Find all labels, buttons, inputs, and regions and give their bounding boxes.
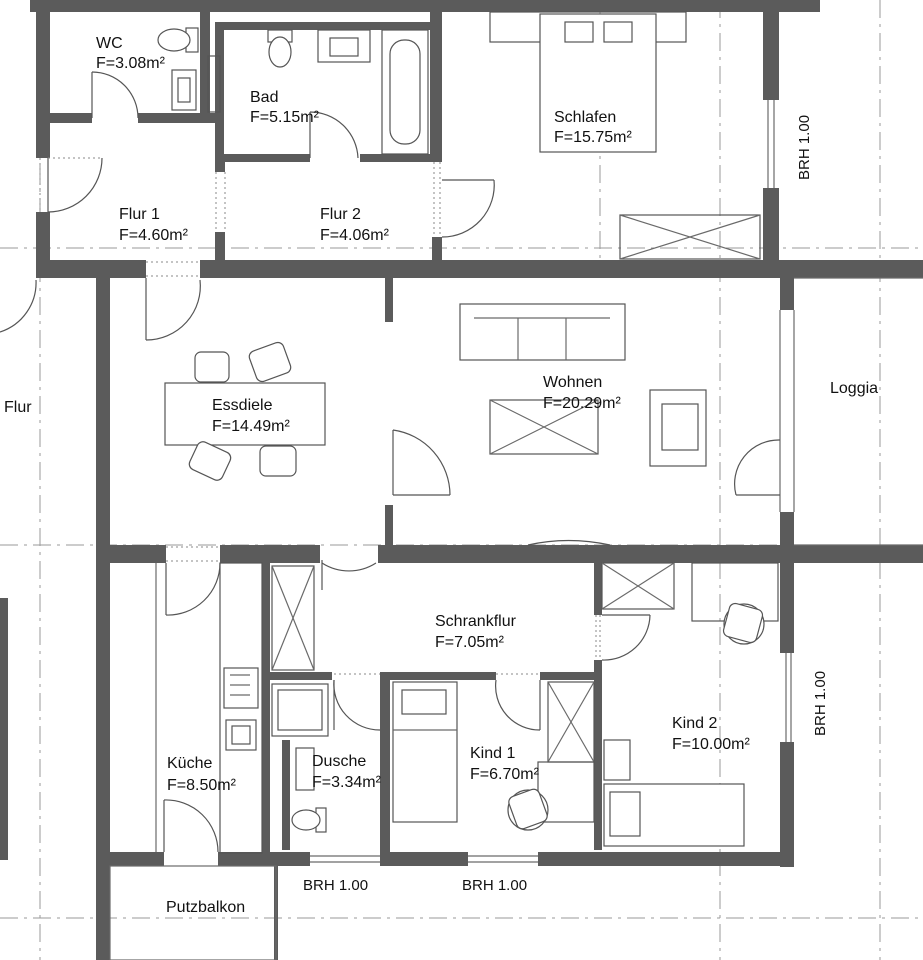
shower-icon <box>271 683 329 737</box>
kind2-chair-icon <box>722 602 765 645</box>
wc-basin-icon <box>171 69 197 111</box>
schrankflur-wardrobe-icon <box>271 565 315 671</box>
bad-basin-icon <box>317 29 371 63</box>
brh-label-kind1: BRH 1.00 <box>462 877 527 894</box>
room-area-wohnen: F=20.29m² <box>543 395 621 412</box>
parapet-labels: BRH 1.00 BRH 1.00 BRH 1.00 BRH 1.00 <box>303 115 829 894</box>
room-name-putzbalkon: Putzbalkon <box>166 899 245 916</box>
wc-toilet-icon <box>157 27 199 53</box>
bad-toilet-icon <box>267 29 293 68</box>
room-name-schlafen: Schlafen <box>554 109 616 126</box>
kitchen-counter-icon <box>219 562 263 854</box>
room-area-wc: F=3.08m² <box>96 55 166 72</box>
room-area-kind2: F=10.00m² <box>672 736 750 753</box>
dusche-toilet-icon <box>291 807 327 833</box>
room-name-flur: Flur <box>4 399 32 416</box>
doors <box>0 71 781 853</box>
room-area-essdiele: F=14.49m² <box>212 418 290 435</box>
room-name-essdiele: Essdiele <box>212 397 273 414</box>
room-area-flur1: F=4.60m² <box>119 227 189 244</box>
kind2-wardrobe-icon <box>601 562 675 610</box>
brh-label-dusche: BRH 1.00 <box>303 877 368 894</box>
double-bed-icon <box>489 11 687 153</box>
room-name-kind1: Kind 1 <box>470 745 515 762</box>
room-name-bad: Bad <box>250 89 278 106</box>
room-name-wohnen: Wohnen <box>543 374 602 391</box>
room-area-schlafen: F=15.75m² <box>554 129 632 146</box>
room-name-wc: WC <box>96 35 123 52</box>
room-name-loggia: Loggia <box>830 380 878 397</box>
room-area-flur2: F=4.06m² <box>320 227 390 244</box>
windows <box>310 100 923 863</box>
armchair-icon <box>649 389 707 467</box>
brh-label-kind2: BRH 1.00 <box>812 671 829 736</box>
kind1-wardrobe-icon <box>547 681 595 763</box>
room-area-kueche: F=8.50m² <box>167 777 237 794</box>
room-name-dusche: Dusche <box>312 753 366 770</box>
coffee-table-icon <box>489 399 599 455</box>
dining-table-icon <box>164 341 326 481</box>
room-area-bad: F=5.15m² <box>250 109 320 126</box>
room-name-kind2: Kind 2 <box>672 715 717 732</box>
room-name-flur2: Flur 2 <box>320 206 361 223</box>
room-area-dusche: F=3.34m² <box>312 774 382 791</box>
brh-label-schlafen: BRH 1.00 <box>796 115 813 180</box>
room-labels: WC F=3.08m² Bad F=5.15m² Schlafen F=15.7… <box>4 35 878 916</box>
sofa-icon <box>459 303 626 361</box>
fixtures <box>109 11 779 960</box>
kind2-bed-icon <box>603 783 745 847</box>
single-bed-icon <box>392 681 458 823</box>
room-name-schrankflur: Schrankflur <box>435 613 517 630</box>
room-name-kueche: Küche <box>167 755 212 772</box>
bathtub-icon <box>381 29 429 155</box>
room-area-schrankflur: F=7.05m² <box>435 634 505 651</box>
room-name-flur1: Flur 1 <box>119 206 160 223</box>
wardrobe-icon <box>619 214 761 260</box>
kind1-chair-icon <box>507 788 549 831</box>
room-area-kind1: F=6.70m² <box>470 766 540 783</box>
